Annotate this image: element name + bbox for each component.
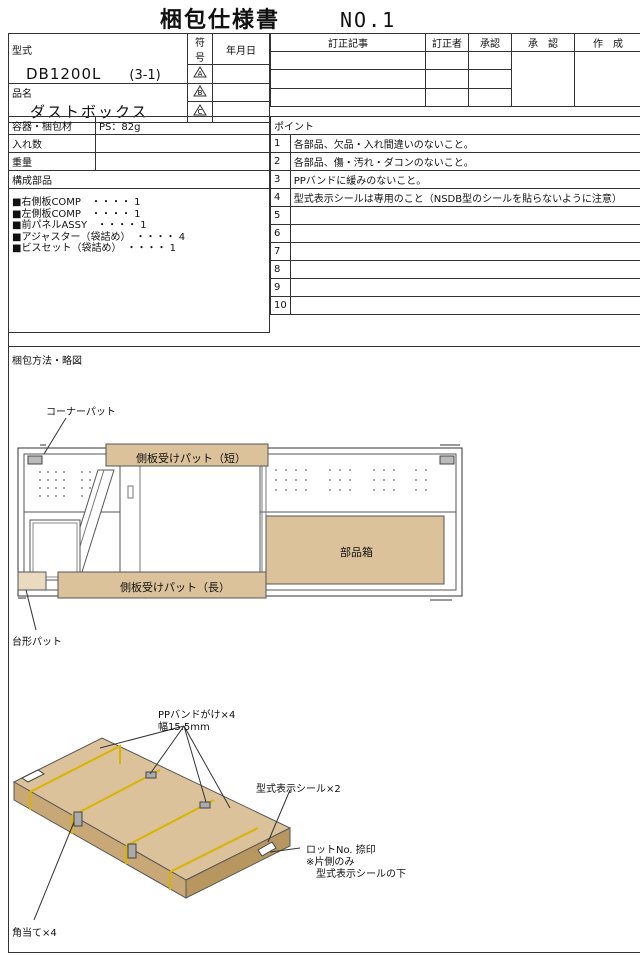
parts-box [265,515,445,585]
corner-guard [199,801,211,809]
trapezoid-pad-label: 台形パット [12,637,62,648]
list-item: ■アジャスター（袋詰め） ・・・・ 4 [12,231,186,243]
drawing-section-label: 梱包方法・略図 [12,356,82,367]
pp-band [125,799,215,847]
symbol-header: 符号 [187,33,213,65]
list-item: ■前パネルASSY ・・・・ 1 [12,220,147,231]
svg-text:C: C [198,108,203,116]
point-item [289,296,640,315]
list-item: ■左側板COMP ・・・・ 1 [12,208,141,220]
pp-band-label: PPバンドがけ×4 [158,710,236,721]
revision-triangle-icon: B [193,84,207,97]
parts-list: ■右側板COMP ・・・・ 1 ■左側板COMP ・・・・ 1 ■前パネルASS… [8,188,270,333]
revision-triangle-icon: A [193,66,207,78]
parts-box-label: 部品箱 [340,546,373,559]
long-side-pad [57,571,267,599]
label-seal [257,841,277,857]
model-value: DB1200L [26,64,102,83]
list-item: ■右側板COMP ・・・・ 1 [12,197,141,208]
corner-guard [73,811,83,827]
list-item: ■ビスセット（袋詰め） ・・・・ 1 [12,243,176,254]
revision-block: 訂正記事 訂正者 承認 承 認 作 成 [270,33,640,108]
short-side-pad [105,443,269,467]
pp-band [29,744,121,793]
corner-pad-label: コーナーパット [46,407,116,418]
model-sub: (3-1) [129,67,161,83]
svg-text:B: B [198,89,203,97]
spec-sheet-frame: 型式 符号 年月日 DB1200L(3-1) A 品名 B ダストボックス C … [8,33,640,953]
author-stamp [574,51,640,107]
long-side-pad-label: 側板受けパット（長） [120,581,230,594]
pp-band [71,769,161,817]
symbol-a-cell: A [187,64,213,84]
date-header: 年月日 [212,33,270,65]
lot-no-label: ロットNo. 捺印 [306,845,376,856]
pp-width-label: 幅15.5mm [158,722,210,733]
pp-band [169,827,259,873]
svg-text:A: A [198,70,203,78]
lot-note-2: 型式表示シールの下 [316,869,406,880]
revision-triangle-icon: C [193,104,207,116]
approve2-stamp [511,51,575,107]
document-number: NO.1 [340,8,397,32]
lot-note-1: ※片側のみ [306,857,355,868]
model-label: 型式 [8,33,188,65]
label-seal-label: 型式表示シール×2 [256,784,341,795]
label-seal [21,769,45,783]
corner-guard-label: 角当て×4 [12,928,57,939]
box-side [185,827,291,899]
perforation-right [275,469,427,491]
corner-guard [127,843,137,859]
short-side-pad-label: 側板受けパット（短） [136,452,246,465]
